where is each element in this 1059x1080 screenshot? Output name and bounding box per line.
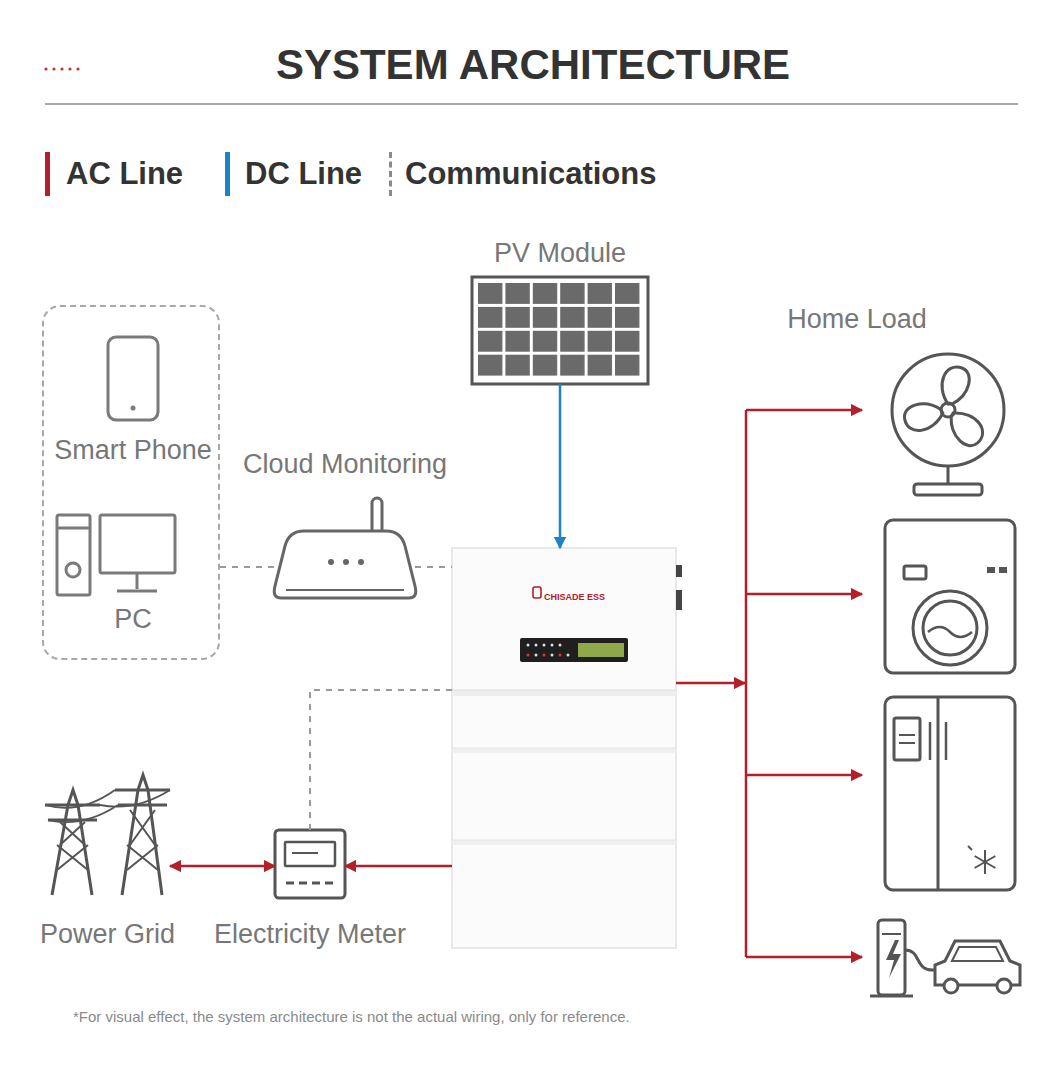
diagram-title: SYSTEM ARCHITECTURE <box>276 40 790 90</box>
node-heading: Electricity Meter <box>214 918 406 950</box>
pc-icon <box>57 515 175 595</box>
connector-line <box>559 384 562 548</box>
connector-line <box>170 865 275 868</box>
connector-line <box>415 566 452 568</box>
ess-cabinet <box>452 548 682 948</box>
legend-swatch <box>389 152 392 196</box>
ev-charger-icon <box>870 920 1020 996</box>
text-holder: Home Load <box>757 303 957 335</box>
load-bus <box>746 410 862 957</box>
meter-icon <box>275 830 345 898</box>
node-heading: Home Load <box>787 303 927 335</box>
router-icon <box>274 498 416 598</box>
node-heading: Power Grid <box>40 918 175 950</box>
title-rule <box>45 104 1018 105</box>
pv-module-node: PV Module <box>472 277 648 384</box>
title-dots <box>44 67 79 70</box>
legend-label: Communications <box>405 152 656 196</box>
home-load-node: Home Load <box>745 345 1030 1000</box>
text-holder: Power Grid <box>20 918 195 950</box>
connector-line <box>345 865 452 868</box>
connector-line <box>310 690 452 830</box>
ess-node: CHISADE ESS <box>452 548 676 948</box>
text-holder: Communications <box>405 152 705 196</box>
fan-icon <box>892 354 1004 495</box>
legend-label: DC Line <box>245 152 362 196</box>
node-heading: Cloud Monitoring <box>243 448 447 480</box>
text-holder: PV Module <box>450 237 670 269</box>
pylon-icon <box>45 775 170 895</box>
connector-line <box>676 682 745 685</box>
text-holder: PC <box>44 603 222 635</box>
device-label: Smart Phone <box>54 434 212 466</box>
legend-swatch <box>225 152 230 196</box>
text-holder: SYSTEM ARCHITECTURE <box>200 40 866 90</box>
text-holder: *For visual effect, the system architect… <box>73 1008 973 1026</box>
diagram-caption: *For visual effect, the system architect… <box>73 1008 630 1026</box>
device-label: PC <box>114 603 152 635</box>
text-holder: Smart Phone <box>44 434 222 466</box>
node-heading: PV Module <box>494 237 626 269</box>
text-holder: Cloud Monitoring <box>220 448 470 480</box>
router-node: Cloud Monitoring <box>275 498 415 598</box>
meter-node: Electricity Meter <box>275 830 345 898</box>
brand-logo-text: CHISADE ESS <box>544 591 605 603</box>
phone-icon <box>108 337 158 420</box>
legend-label: AC Line <box>66 152 183 196</box>
text-holder: CHISADE ESS <box>544 586 634 604</box>
text-holder: Electricity Meter <box>190 918 430 950</box>
fridge-icon <box>885 697 1015 890</box>
connector-line <box>220 566 275 568</box>
pv-panel-icon <box>472 277 648 384</box>
legend-swatch <box>45 152 50 196</box>
power-grid-node: Power Grid <box>45 775 170 895</box>
washer-icon <box>885 520 1015 673</box>
device-group: Smart PhonePC <box>42 305 220 660</box>
